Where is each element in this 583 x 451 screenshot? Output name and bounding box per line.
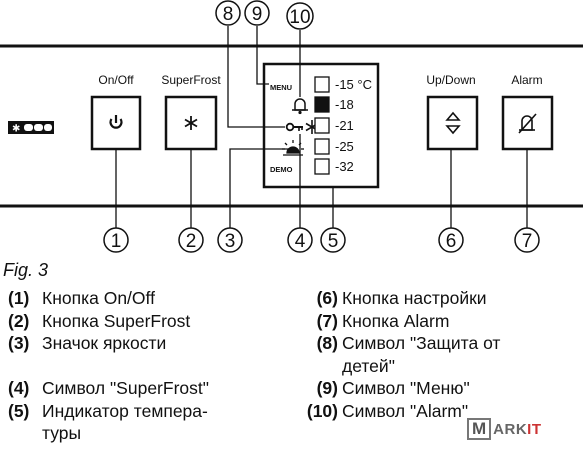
legend-item-9: (9)Символ "Меню" (316, 378, 470, 398)
menu-symbol: MENU (270, 83, 292, 92)
panel-indicator-icon: ✱ (8, 121, 54, 135)
callout-leaders (115, 26, 528, 228)
control-panel-diagram: ✱ On/Off SuperFrost MENU (0, 0, 583, 253)
legend-item-3: (3)Значок яркости (8, 333, 167, 353)
alarm-bell-icon (292, 98, 308, 115)
legend-spacer (8, 355, 268, 378)
temp-value-2: -18 (335, 97, 354, 112)
temp-led-5 (314, 158, 330, 175)
up-down-arrows-icon (445, 111, 461, 135)
updown-label: Up/Down (426, 73, 475, 87)
callout-8: 8 (215, 0, 241, 26)
temp-value-5: -32 (335, 159, 354, 174)
temp-value-4: -25 (335, 139, 354, 154)
callout-5: 5 (320, 227, 346, 253)
callout-1: 1 (103, 227, 129, 253)
temperature-display: MENU DEMO (262, 62, 380, 189)
callout-4: 4 (287, 227, 313, 253)
svg-text:4: 4 (295, 231, 306, 252)
onoff-label: On/Off (98, 73, 134, 87)
svg-text:5: 5 (328, 231, 339, 252)
superfrost-button[interactable] (164, 95, 218, 151)
temp-led-3 (314, 117, 330, 134)
legend-right: (6)Кнопка настройки (7)Кнопка Alarm (8)С… (296, 287, 536, 422)
callout-7: 7 (514, 227, 540, 253)
svg-text:10: 10 (289, 7, 310, 28)
snowflake-icon (184, 116, 198, 130)
legend-item-6: (6)Кнопка настройки (316, 288, 487, 308)
temp-led-4 (314, 138, 330, 155)
svg-text:9: 9 (252, 4, 263, 25)
alarm-button[interactable] (501, 95, 554, 151)
legend-item-4: (4)Символ "SuperFrost" (8, 378, 209, 398)
svg-text:1: 1 (111, 231, 122, 252)
demo-symbol: DEMO (270, 165, 293, 174)
callout-6: 6 (438, 227, 464, 253)
callout-10: 10 (286, 2, 314, 30)
temp-value-1: -15 °C (335, 77, 372, 92)
temp-led-1 (314, 76, 330, 93)
svg-text:✱: ✱ (12, 124, 20, 135)
superfrost-label: SuperFrost (161, 73, 221, 87)
alarm-label: Alarm (511, 73, 542, 87)
child-lock-key-icon (285, 122, 303, 132)
legend-left: (1)Кнопка On/Off (2)Кнопка SuperFrost (3… (8, 287, 268, 445)
legend-item-5: (5)Индикатор темпера- туры (8, 400, 208, 444)
legend-item-8: (8)Символ "Защита от детей" (316, 333, 501, 376)
legend-item-10: (10)Символ "Alarm" (306, 400, 469, 421)
callout-2: 2 (178, 227, 204, 253)
legend-item-7: (7)Кнопка Alarm (316, 310, 450, 331)
callout-9: 9 (244, 0, 270, 26)
figure-caption: Fig. 3 (3, 260, 49, 280)
svg-text:7: 7 (522, 231, 533, 252)
svg-text:8: 8 (223, 4, 234, 25)
temp-led-2 (314, 96, 330, 113)
updown-button[interactable] (426, 95, 479, 151)
svg-text:6: 6 (446, 231, 457, 252)
legend-item-2: (2)Кнопка SuperFrost (8, 310, 191, 331)
power-icon (109, 115, 123, 129)
svg-text:3: 3 (225, 231, 236, 252)
onoff-button[interactable] (90, 95, 142, 151)
legend-item-1: (1)Кнопка On/Off (8, 288, 155, 308)
temp-value-3: -21 (335, 118, 354, 133)
alarm-off-bell-icon (518, 113, 537, 134)
callout-3: 3 (217, 227, 243, 253)
svg-text:2: 2 (186, 231, 197, 252)
